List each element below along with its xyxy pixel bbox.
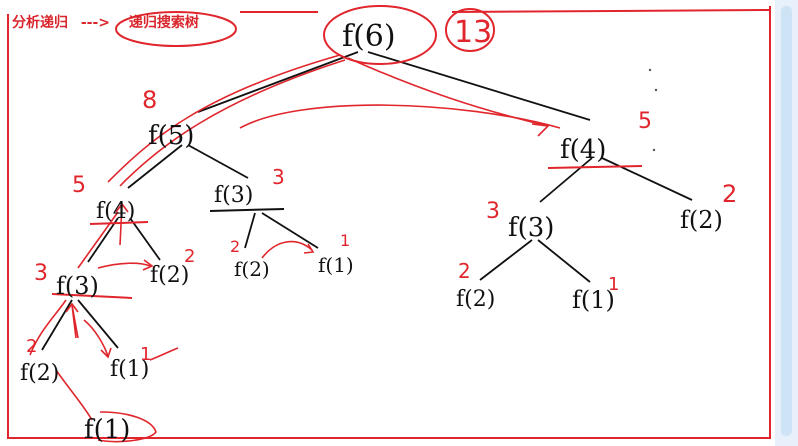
node-f1-c-label: f(1) bbox=[110, 357, 149, 382]
count-f3-left: 3 bbox=[34, 261, 48, 286]
tree-edges bbox=[41, 51, 693, 351]
count-f1-c: 1 bbox=[140, 344, 151, 365]
root-count-circle bbox=[445, 8, 495, 52]
node-f2-a-label: f(2) bbox=[150, 263, 189, 288]
node-f2-c-label: f(2) bbox=[456, 287, 495, 312]
node-underlines bbox=[51, 165, 643, 299]
count-f1-b: 1 bbox=[608, 274, 619, 295]
count-f2-c: 2 bbox=[458, 259, 471, 283]
count-f3-right: 3 bbox=[486, 199, 500, 224]
node-f3-mid-label: f(3) bbox=[214, 183, 253, 208]
header: 分析递归 ---> 递归搜索树 bbox=[12, 14, 199, 32]
header-highlight-circle bbox=[115, 11, 237, 47]
count-f2-b: 2 bbox=[230, 237, 240, 256]
node-f1-a-label: f(1) bbox=[318, 253, 354, 277]
node-root-label: f(6) bbox=[342, 19, 396, 54]
count-f3-mid: 3 bbox=[272, 165, 285, 189]
header-title-right: 递归搜索树 bbox=[128, 15, 199, 31]
count-f4-left: 5 bbox=[72, 173, 86, 198]
count-f1-a: 1 bbox=[340, 231, 350, 250]
node-f2-right-label: f(2) bbox=[680, 206, 723, 234]
count-f2-d: 2 bbox=[26, 336, 37, 357]
count-f4-right: 5 bbox=[638, 109, 652, 134]
root-highlight-circle bbox=[323, 5, 437, 65]
header-arrow: ---> bbox=[80, 15, 111, 31]
trace-arrows bbox=[29, 54, 561, 443]
right-scrollbar-thumb[interactable] bbox=[781, 6, 792, 436]
red-frame-top bbox=[240, 9, 771, 13]
count-f2-right: 2 bbox=[722, 180, 737, 208]
count-root: 13 bbox=[454, 15, 492, 50]
node-f5-label: f(5) bbox=[148, 121, 194, 151]
header-title-left: 分析递归 bbox=[12, 15, 68, 31]
red-frame bbox=[7, 6, 771, 439]
node-f2-d-label: f(2) bbox=[20, 361, 59, 386]
count-f2-a: 2 bbox=[184, 246, 195, 267]
node-f3-left-label: f(3) bbox=[56, 272, 99, 300]
stray-dots bbox=[648, 68, 658, 152]
count-f5: 8 bbox=[142, 86, 157, 114]
node-f1-d-label: f(1) bbox=[84, 415, 130, 445]
node-f4-left-label: f(4) bbox=[96, 199, 135, 224]
node-underline-black bbox=[209, 208, 285, 212]
node-f2-b-label: f(2) bbox=[234, 257, 270, 281]
node-f4-right-label: f(4) bbox=[560, 135, 606, 165]
node-f1-b-label: f(1) bbox=[572, 286, 615, 314]
node-f3-right-label: f(3) bbox=[508, 213, 554, 243]
